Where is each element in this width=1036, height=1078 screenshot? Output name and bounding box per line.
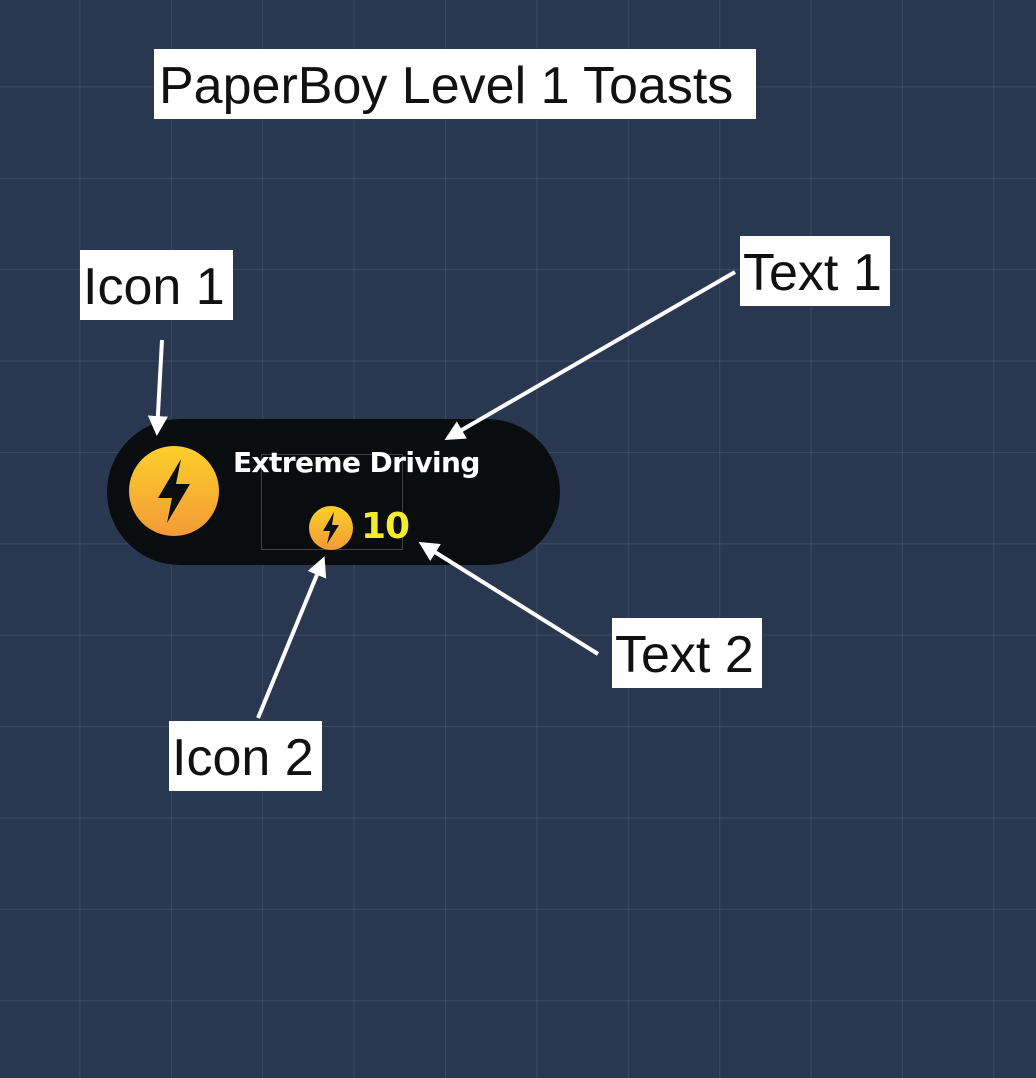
- page-title: PaperBoy Level 1 Toasts: [154, 49, 756, 119]
- toast-notification: Extreme Driving 10: [107, 419, 560, 565]
- arrow-text-2: [418, 541, 600, 656]
- annotation-label-icon-1: Icon 1: [80, 250, 233, 320]
- lightning-bolt-small-glyph: [323, 512, 339, 544]
- annotation-label-text-1: Text 1: [740, 236, 890, 306]
- annotation-label-icon-2: Icon 2: [169, 721, 322, 791]
- toast-value: 10: [361, 506, 410, 547]
- lightning-bolt-glyph: [158, 459, 190, 523]
- lightning-bolt-small-icon: [309, 506, 353, 550]
- arrow-text-1: [444, 270, 737, 441]
- arrow-icon-2: [256, 556, 327, 719]
- annotation-label-text-2: Text 2: [612, 618, 762, 688]
- toast-title: Extreme Driving: [233, 446, 480, 479]
- arrow-icon-1: [147, 339, 168, 436]
- lightning-bolt-icon: [129, 446, 219, 536]
